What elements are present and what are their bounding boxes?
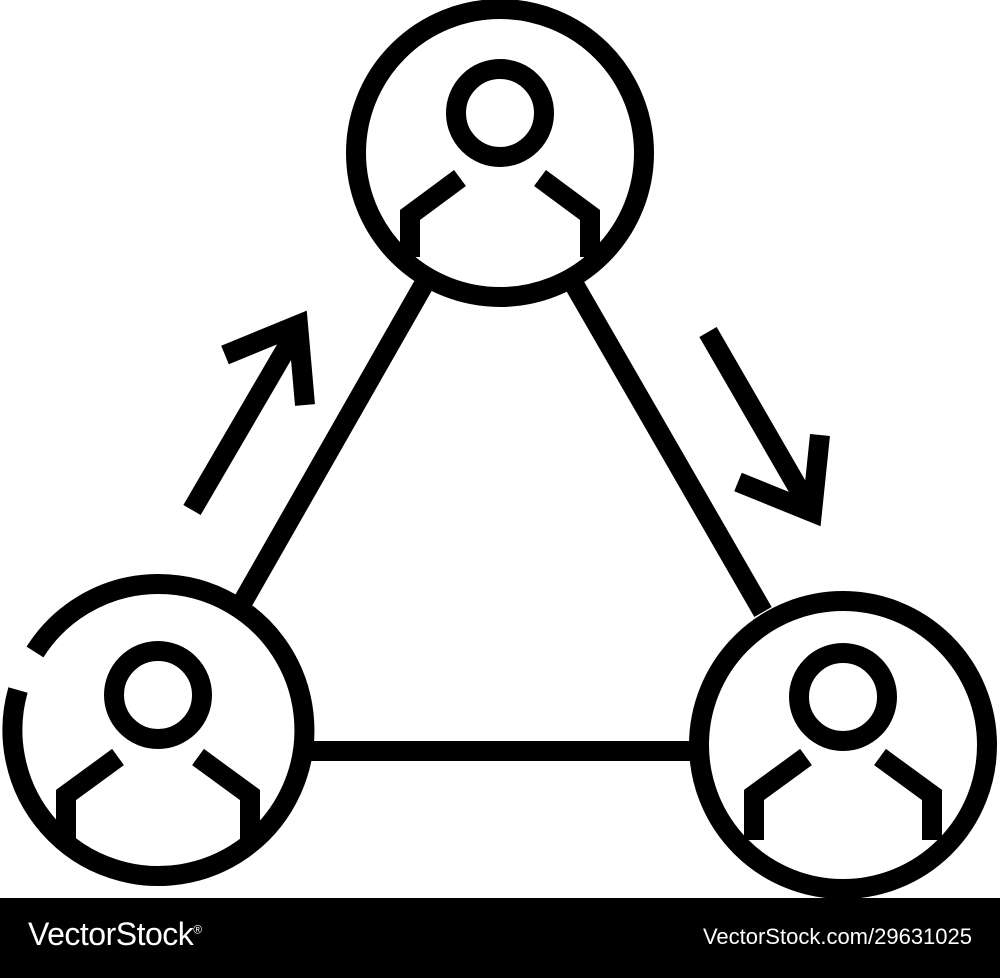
left-person-body (56, 748, 260, 840)
top-person-head (446, 59, 554, 167)
left-person-node (2, 574, 315, 886)
right-person-node (689, 591, 997, 898)
network-triangle-illustration (2, 0, 997, 898)
right-node-ring (689, 591, 997, 898)
top-person-body (400, 169, 600, 257)
vectorstock-logo: VectorStock® (28, 916, 202, 952)
edge-top-right (566, 281, 772, 617)
left-person-head (104, 641, 212, 749)
left-node-ring (2, 574, 315, 886)
edge-top-left (228, 281, 432, 617)
watermark-footer: VectorStock® VectorStock.com/29631025 (0, 898, 1000, 978)
top-node-ring (346, 0, 654, 307)
right-person-body (744, 748, 942, 840)
right-person-head (789, 643, 897, 751)
top-person-node (346, 0, 654, 307)
registered-mark: ® (193, 922, 202, 937)
arrow-up-right-icon (183, 310, 315, 516)
arrow-down-right-icon (699, 326, 830, 527)
image-id-label: VectorStock.com/29631025 (702, 924, 972, 949)
